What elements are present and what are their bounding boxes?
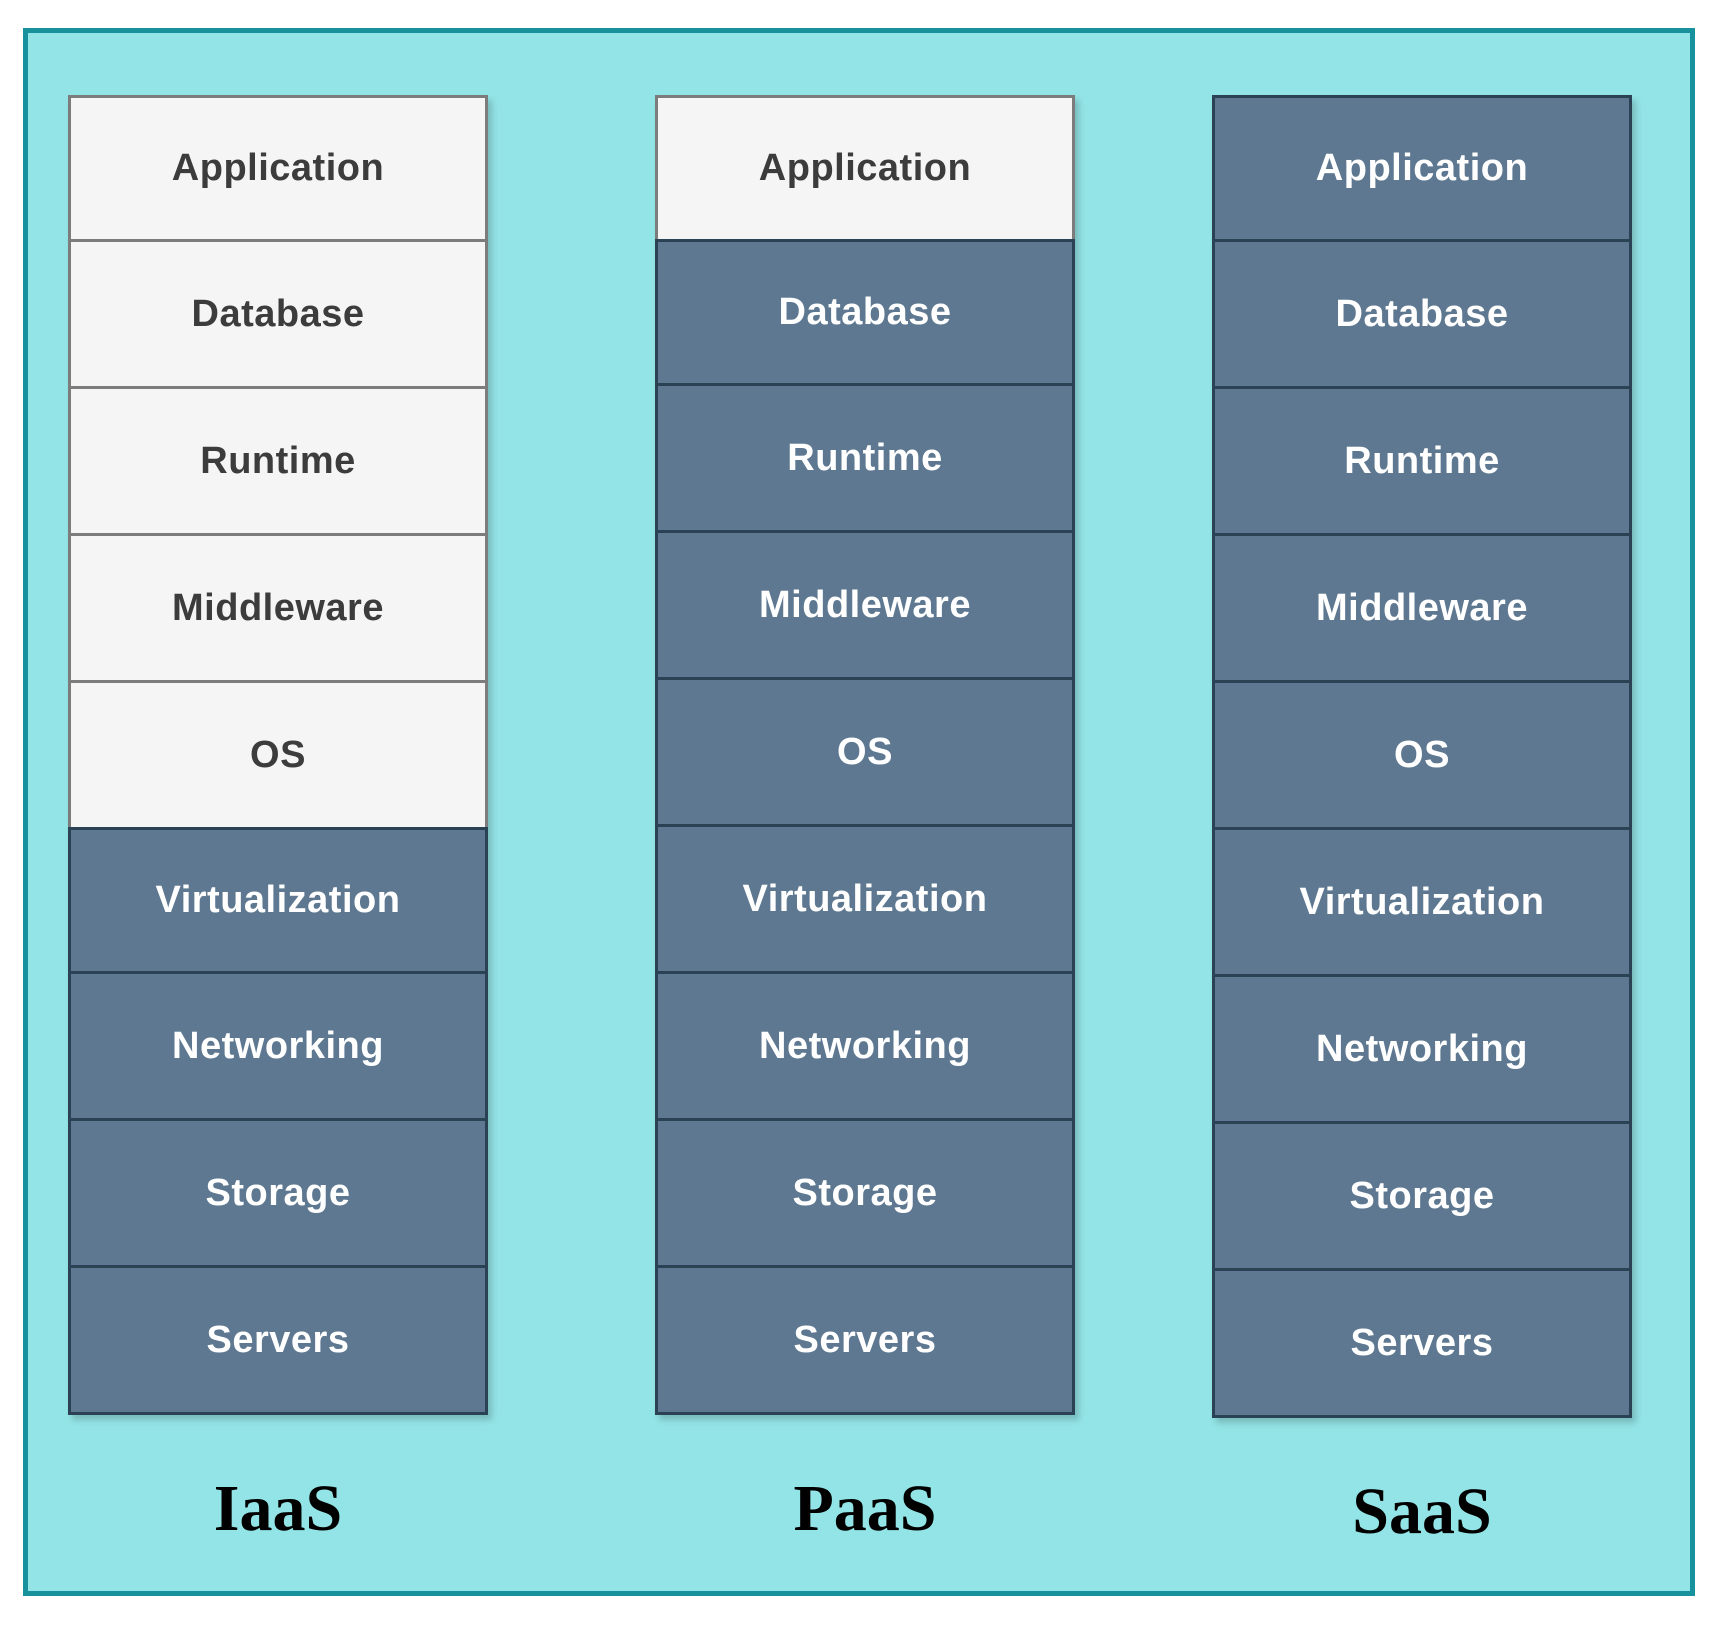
saas-column: Application Database Runtime Middleware … (1212, 95, 1632, 1550)
paas-layer-middleware: Middleware (655, 533, 1075, 680)
saas-label: SaaS (1352, 1475, 1492, 1548)
saas-layer-middleware: Middleware (1212, 536, 1632, 683)
iaas-layer-networking: Networking (68, 974, 488, 1121)
iaas-label: IaaS (213, 1472, 343, 1545)
saas-layer-servers: Servers (1212, 1271, 1632, 1418)
iaas-layer-virtualization: Virtualization (68, 827, 488, 974)
iaas-layer-database: Database (68, 242, 488, 389)
paas-label: PaaS (793, 1472, 937, 1545)
saas-layer-database: Database (1212, 242, 1632, 389)
diagram-canvas: Application Database Runtime Middleware … (23, 28, 1695, 1596)
saas-layer-application: Application (1212, 95, 1632, 242)
saas-stack: Application Database Runtime Middleware … (1212, 95, 1632, 1418)
saas-layer-storage: Storage (1212, 1124, 1632, 1271)
paas-layer-runtime: Runtime (655, 386, 1075, 533)
iaas-layer-storage: Storage (68, 1121, 488, 1268)
saas-layer-networking: Networking (1212, 977, 1632, 1124)
paas-layer-networking: Networking (655, 974, 1075, 1121)
iaas-layer-servers: Servers (68, 1268, 488, 1415)
paas-layer-virtualization: Virtualization (655, 827, 1075, 974)
saas-layer-runtime: Runtime (1212, 389, 1632, 536)
paas-layer-os: OS (655, 680, 1075, 827)
paas-layer-servers: Servers (655, 1268, 1075, 1415)
saas-layer-virtualization: Virtualization (1212, 830, 1632, 977)
saas-layer-os: OS (1212, 683, 1632, 830)
paas-column: Application Database Runtime Middleware … (655, 95, 1075, 1547)
iaas-column: Application Database Runtime Middleware … (68, 95, 488, 1547)
paas-stack: Application Database Runtime Middleware … (655, 95, 1075, 1415)
iaas-layer-middleware: Middleware (68, 536, 488, 683)
paas-layer-database: Database (655, 239, 1075, 386)
iaas-layer-application: Application (68, 95, 488, 242)
paas-layer-application: Application (655, 95, 1075, 242)
iaas-layer-os: OS (68, 683, 488, 830)
paas-layer-storage: Storage (655, 1121, 1075, 1268)
iaas-layer-runtime: Runtime (68, 389, 488, 536)
iaas-stack: Application Database Runtime Middleware … (68, 95, 488, 1415)
